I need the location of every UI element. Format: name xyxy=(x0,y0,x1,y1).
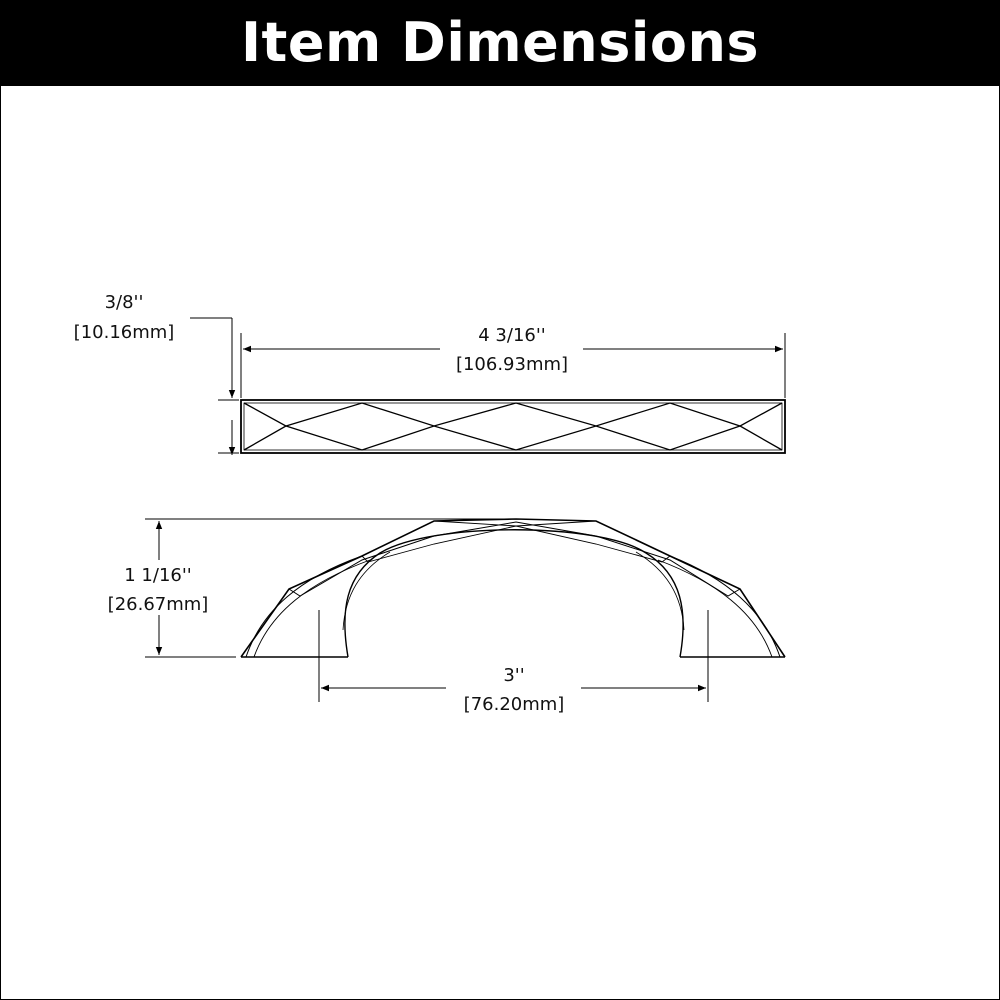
center-to-center-metric-label: [76.20mm] xyxy=(464,694,565,715)
thickness-metric-label: [10.16mm] xyxy=(74,322,175,343)
center-to-center-imperial-label: 3'' xyxy=(503,665,524,686)
page-title: Item Dimensions xyxy=(240,11,760,74)
height-dimension xyxy=(145,518,514,658)
thickness-dimension xyxy=(190,317,239,455)
center-to-center-dimension xyxy=(318,610,709,702)
top-view xyxy=(240,399,786,454)
thickness-imperial-label: 3/8'' xyxy=(105,292,144,313)
height-metric-label: [26.67mm] xyxy=(108,594,209,615)
header-bar: Item Dimensions xyxy=(0,0,1000,86)
height-imperial-label: 1 1/16'' xyxy=(124,565,192,586)
side-view xyxy=(240,518,786,658)
length-imperial-label: 4 3/16'' xyxy=(478,325,546,346)
length-dimension xyxy=(240,333,786,398)
length-metric-label: [106.93mm] xyxy=(456,354,568,375)
